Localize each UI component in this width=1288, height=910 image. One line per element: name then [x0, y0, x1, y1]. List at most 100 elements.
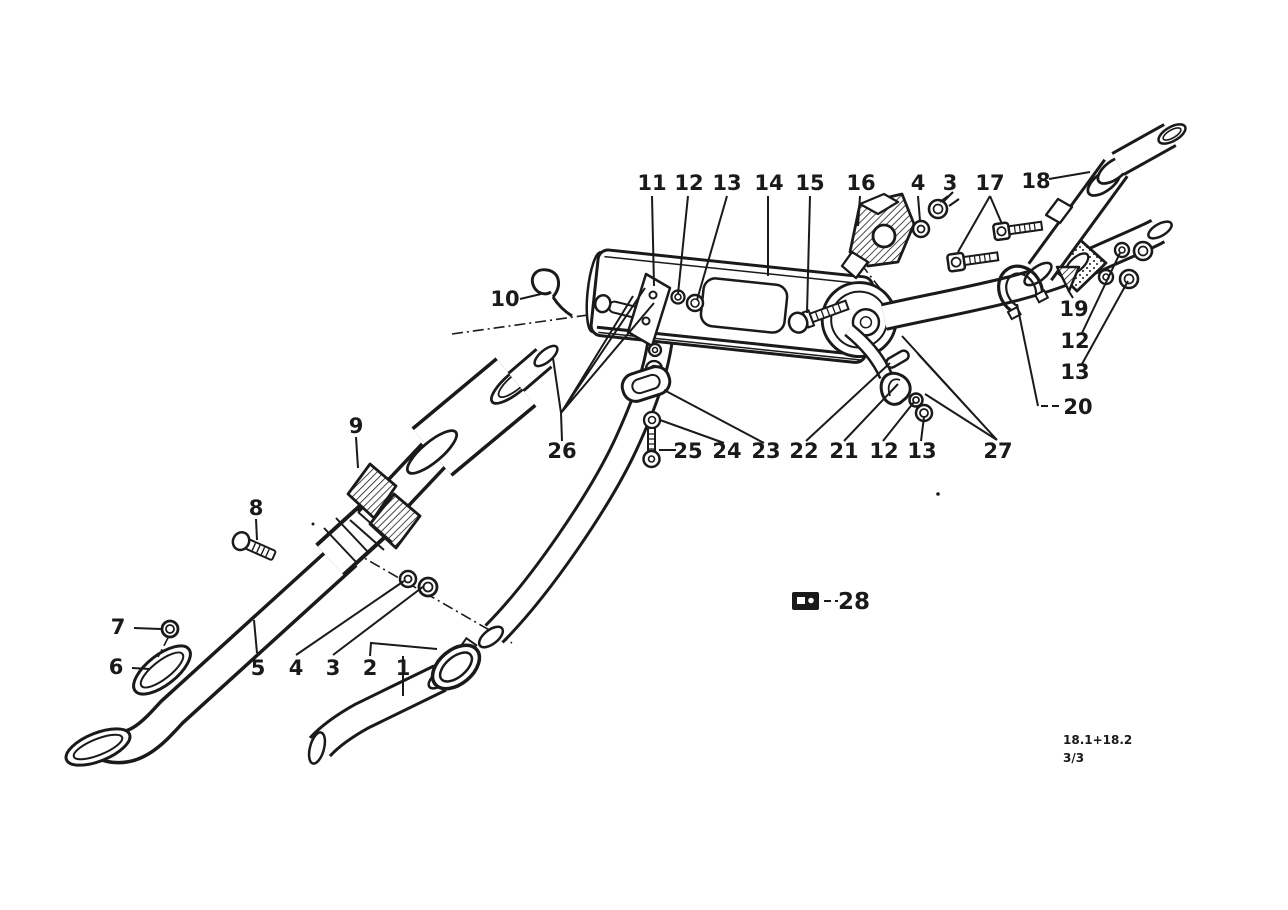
callout-5[interactable]: 5 [251, 656, 266, 680]
clamp-outer-arc [997, 264, 1045, 315]
rear-hanger-assembly [844, 324, 934, 423]
over-axle-pipe-opening [1147, 220, 1173, 240]
callout-4[interactable]: 4 [911, 171, 926, 195]
callout-7[interactable]: 7 [111, 615, 126, 639]
callout-2[interactable]: 2 [363, 656, 378, 680]
callout-15[interactable]: 15 [795, 171, 824, 195]
callout-20[interactable]: 20 [1063, 395, 1092, 419]
washer-hole [403, 574, 413, 584]
washer [642, 410, 662, 430]
nut-hole [1137, 245, 1149, 257]
callout-12[interactable]: 12 [869, 439, 898, 463]
bolt-socket [950, 256, 962, 268]
u-clamp [879, 371, 912, 406]
callout-13[interactable]: 13 [907, 439, 936, 463]
tail-pipe-tab [1044, 197, 1074, 225]
plate-page: 3/3 [1063, 751, 1084, 765]
callout-13[interactable]: 13 [1060, 360, 1089, 384]
leader-lines [131, 171, 1129, 696]
washer [647, 342, 663, 358]
flange-ring-outer [132, 644, 192, 696]
callout-25[interactable]: 25 [673, 439, 702, 463]
connecting-pipe-opening [477, 625, 505, 649]
bolt-socket [996, 226, 1007, 237]
nut-hole [932, 203, 944, 215]
callout-27[interactable]: 27 [983, 439, 1012, 463]
callout-8[interactable]: 8 [249, 496, 264, 520]
front-pipe-fasteners [160, 531, 439, 639]
callout-13[interactable]: 13 [712, 171, 741, 195]
bracket-top-flap [858, 192, 900, 216]
callout-22[interactable]: 22 [789, 439, 818, 463]
rubber-mount-loop [620, 365, 672, 403]
callout-4[interactable]: 4 [289, 656, 304, 680]
callout-11[interactable]: 11 [637, 171, 666, 195]
callout-24[interactable]: 24 [712, 439, 741, 463]
muffler-top-seam [604, 255, 866, 285]
washer-hole [1118, 246, 1126, 254]
callout-19[interactable]: 19 [1059, 297, 1088, 321]
resonator-neck-opening [533, 344, 559, 368]
callout-12[interactable]: 12 [674, 171, 703, 195]
nut [927, 198, 949, 220]
nut [417, 576, 439, 598]
socket-bolt [992, 220, 1044, 242]
mount-strap-lines [349, 511, 393, 551]
mount-bolt-head-mark [647, 455, 656, 463]
callout-23[interactable]: 23 [751, 439, 780, 463]
callout-26[interactable]: 26 [547, 439, 576, 463]
main-muffler [585, 248, 898, 364]
plate-code: 18.1+18.2 [1063, 733, 1132, 747]
elbow-pipe [307, 664, 457, 765]
hanger-hook [530, 268, 573, 318]
legend-28: 28 [792, 589, 870, 615]
nut-prongs [943, 191, 960, 207]
front-pipe-assembly [64, 344, 559, 767]
callout-9[interactable]: 9 [349, 414, 364, 438]
washer-hole [916, 224, 926, 234]
nut-hole [690, 298, 700, 308]
bolt-shaft [962, 251, 1000, 267]
hex-bolt [231, 531, 277, 561]
callout-3[interactable]: 3 [326, 656, 341, 680]
callout-12[interactable]: 12 [1060, 329, 1089, 353]
exhaust-clamp [997, 264, 1050, 321]
tail-pipe-group [946, 123, 1187, 321]
nut [160, 619, 180, 639]
clamp-bolt-head [593, 293, 612, 314]
callout-16[interactable]: 16 [846, 171, 875, 195]
clamp-lug [1033, 289, 1050, 304]
muffler-top-bracket-group [787, 191, 960, 334]
socket-bolt [946, 251, 1000, 273]
hanger-strap-body [845, 326, 891, 379]
callout-10[interactable]: 10 [490, 287, 519, 311]
bolt-head [231, 531, 251, 552]
legend-number[interactable]: 28 [838, 589, 870, 615]
front-pipe-bell-flange [64, 727, 132, 767]
callout-1[interactable]: 1 [396, 656, 411, 680]
clamp-inner-arc [1005, 272, 1038, 307]
front-pipe-bell-inner [72, 733, 124, 761]
callout-18[interactable]: 18 [1021, 169, 1050, 193]
washer [1113, 241, 1131, 259]
callout-21[interactable]: 21 [829, 439, 858, 463]
bolt-threads [1013, 222, 1036, 233]
wedge-spacer [1055, 265, 1081, 293]
nut-hole [1123, 273, 1135, 285]
elbow-pipe-body [311, 667, 446, 756]
clamp-inner-ring [438, 651, 474, 683]
nut [1132, 240, 1154, 262]
callout-14[interactable]: 14 [754, 171, 783, 195]
callout-6[interactable]: 6 [109, 655, 124, 679]
hanger-pin [885, 349, 910, 369]
resonator-inlet-cap [405, 429, 459, 475]
chrome-tip-bore [1162, 127, 1182, 141]
washer-hole [912, 396, 920, 404]
callout-17[interactable]: 17 [975, 171, 1004, 195]
gasket-kit-icon-dot [808, 597, 814, 604]
callout-3[interactable]: 3 [943, 171, 958, 195]
pipe-clamp-ring [430, 636, 482, 691]
chrome-tip-opening [1157, 123, 1187, 145]
